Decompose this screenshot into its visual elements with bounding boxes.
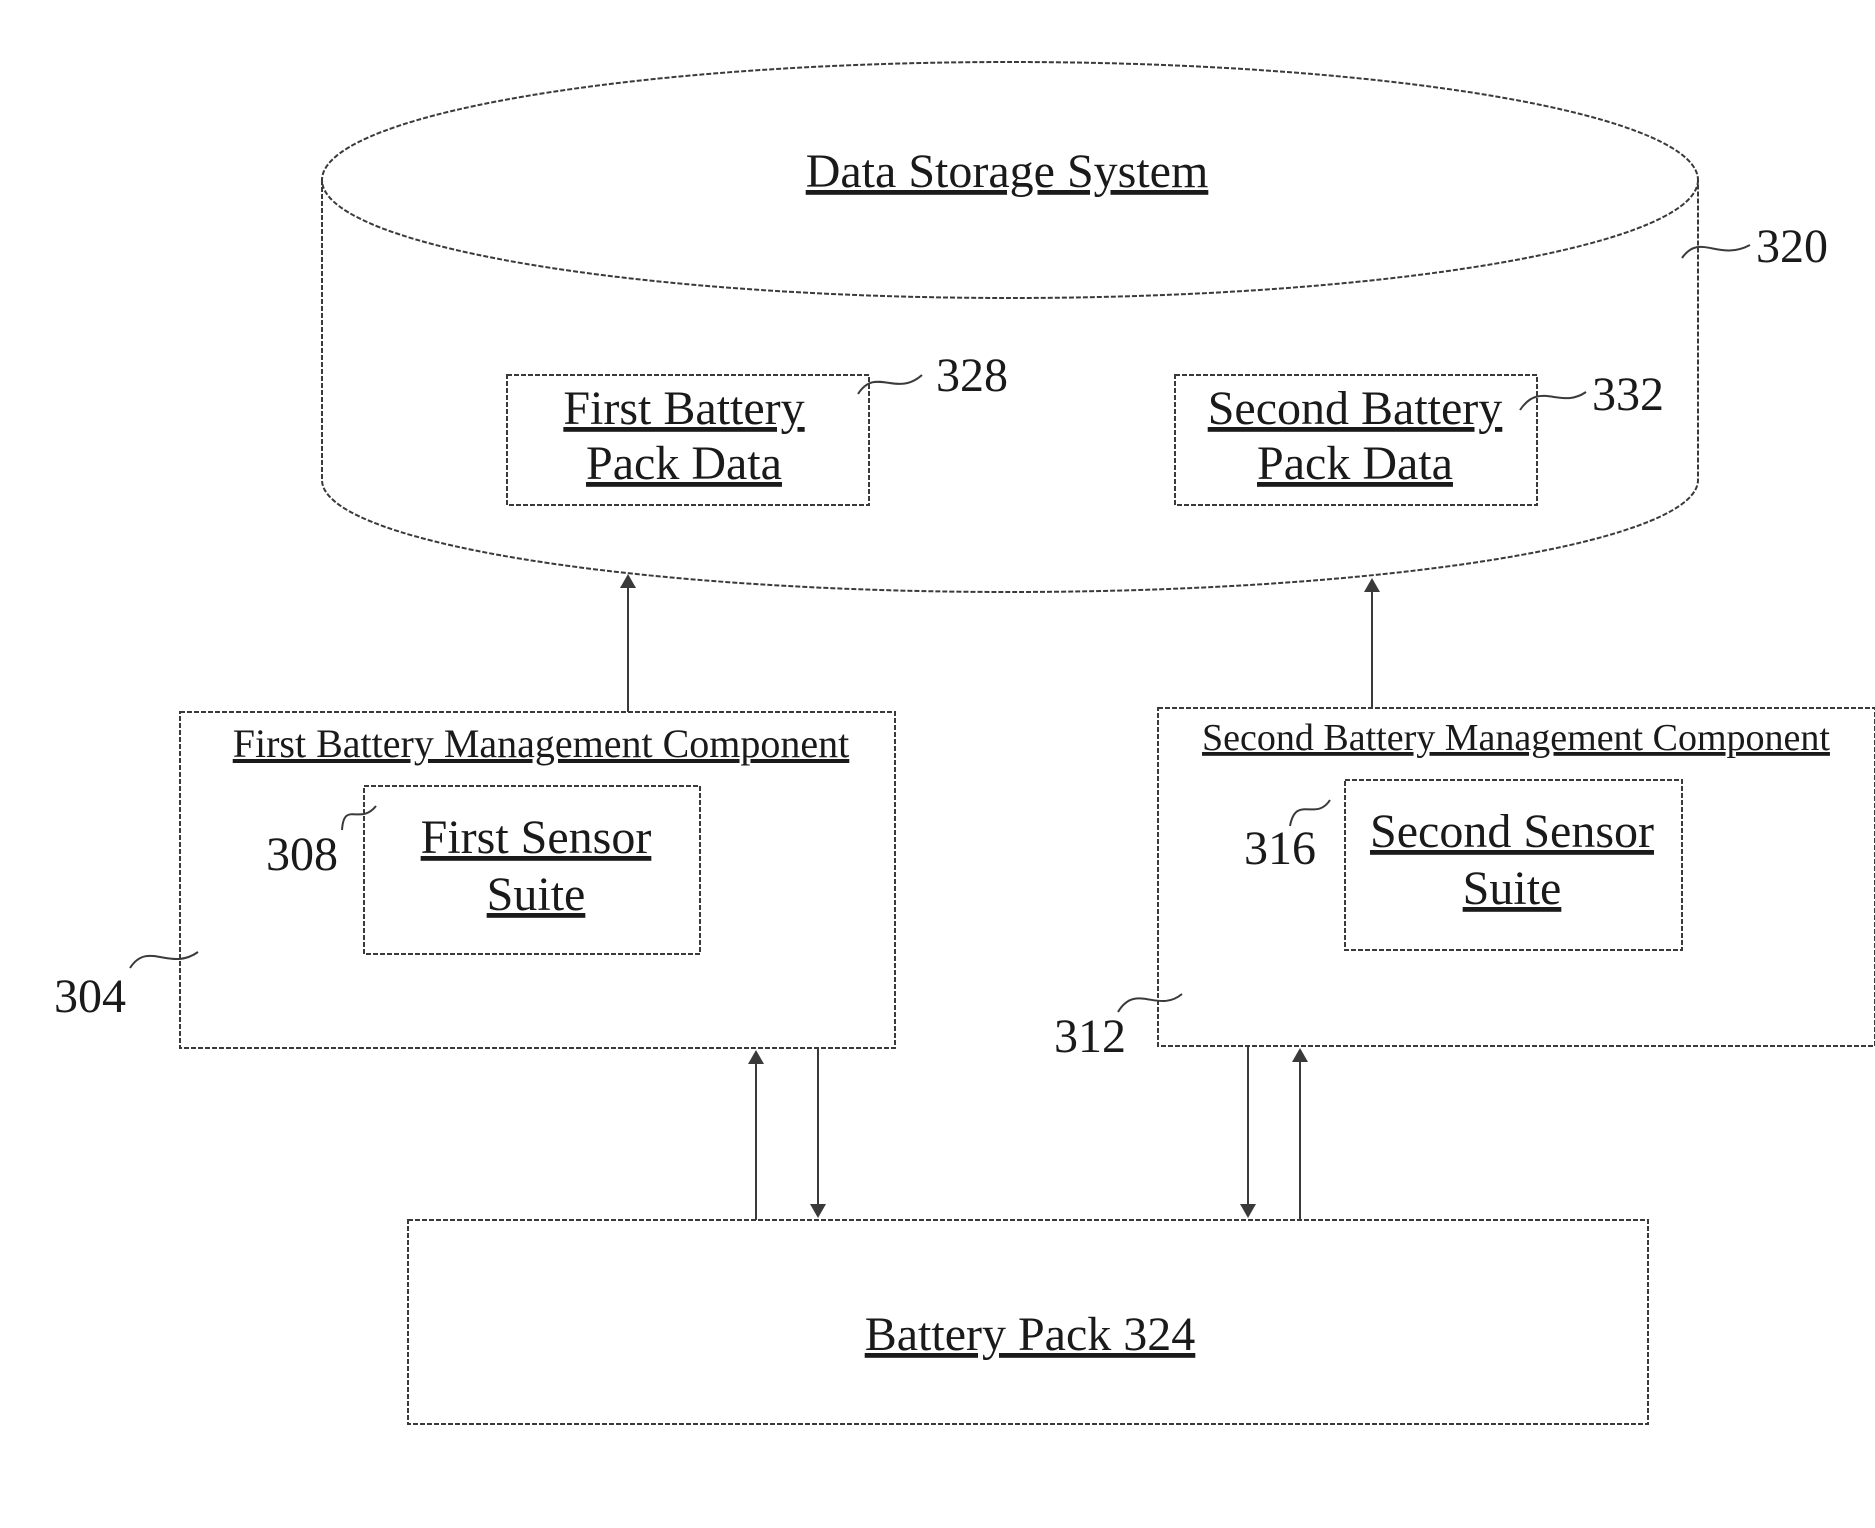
ref-312: 312 [1054, 1010, 1126, 1063]
ref-308: 308 [266, 828, 338, 881]
first-bmc-title: First Battery Management Component [233, 721, 850, 766]
arrow-battery-to-second-bmc [1292, 1048, 1308, 1220]
ref-316: 316 [1244, 822, 1316, 875]
first-sensor-line2: Suite [487, 868, 586, 921]
arrow-battery-to-first-bmc [748, 1050, 764, 1220]
data-storage-system: Data Storage System [322, 62, 1698, 592]
second-pack-data-line2: Pack Data [1257, 437, 1453, 490]
battery-pack-label: Battery Pack 324 [865, 1308, 1196, 1361]
ref-332: 332 [1592, 368, 1664, 421]
arrow-second-bmc-to-storage [1364, 578, 1380, 708]
storage-title: Data Storage System [806, 145, 1209, 198]
ref-328: 328 [936, 349, 1008, 402]
second-sensor-line1: Second Sensor [1370, 805, 1654, 858]
arrow-first-bmc-to-storage [620, 574, 636, 712]
first-battery-pack-data: First Battery Pack Data [507, 375, 869, 505]
second-battery-pack-data: Second Battery Pack Data [1175, 375, 1537, 505]
second-battery-management-component: Second Battery Management Component Seco… [1158, 708, 1875, 1046]
ref-304: 304 [54, 970, 126, 1023]
arrow-second-bmc-to-battery [1240, 1046, 1256, 1218]
leader-320 [1682, 245, 1750, 258]
second-pack-data-line1: Second Battery [1208, 382, 1503, 435]
second-sensor-line2: Suite [1463, 862, 1562, 915]
first-pack-data-line1: First Battery [563, 382, 804, 435]
battery-pack: Battery Pack 324 [408, 1220, 1648, 1424]
first-sensor-line1: First Sensor [421, 811, 652, 864]
second-bmc-title: Second Battery Management Component [1202, 717, 1830, 759]
ref-320: 320 [1756, 220, 1828, 273]
arrow-first-bmc-to-battery [810, 1048, 826, 1218]
first-pack-data-line2: Pack Data [586, 437, 782, 490]
